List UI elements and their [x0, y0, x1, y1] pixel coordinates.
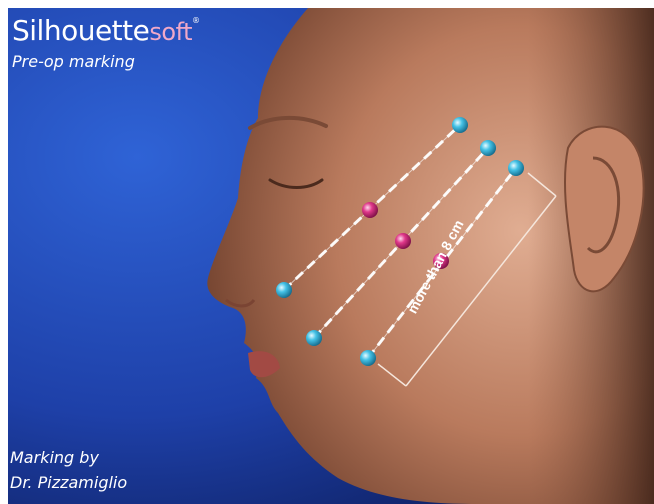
marker-pink-1: [362, 202, 378, 218]
marker-blue-2: [480, 140, 496, 156]
brand-name-part2: soft: [149, 18, 192, 46]
face-illustration: [8, 8, 654, 504]
marker-blue-5: [306, 330, 322, 346]
subtitle: Pre-op marking: [12, 52, 135, 71]
brand-registered-mark: ®: [192, 16, 200, 25]
marker-pink-2: [395, 233, 411, 249]
brand-logo: Silhouettesoft®: [12, 14, 200, 47]
marker-blue-1: [452, 117, 468, 133]
credit-line-1: Marking by: [10, 448, 99, 467]
marker-blue-4: [276, 282, 292, 298]
brand-name-part1: Silhouette: [12, 14, 149, 47]
marker-blue-6: [360, 350, 376, 366]
marker-blue-3: [508, 160, 524, 176]
image-frame: Silhouettesoft® Pre-op marking more than…: [8, 8, 654, 504]
credit-line-2: Dr. Pizzamiglio: [10, 473, 127, 492]
